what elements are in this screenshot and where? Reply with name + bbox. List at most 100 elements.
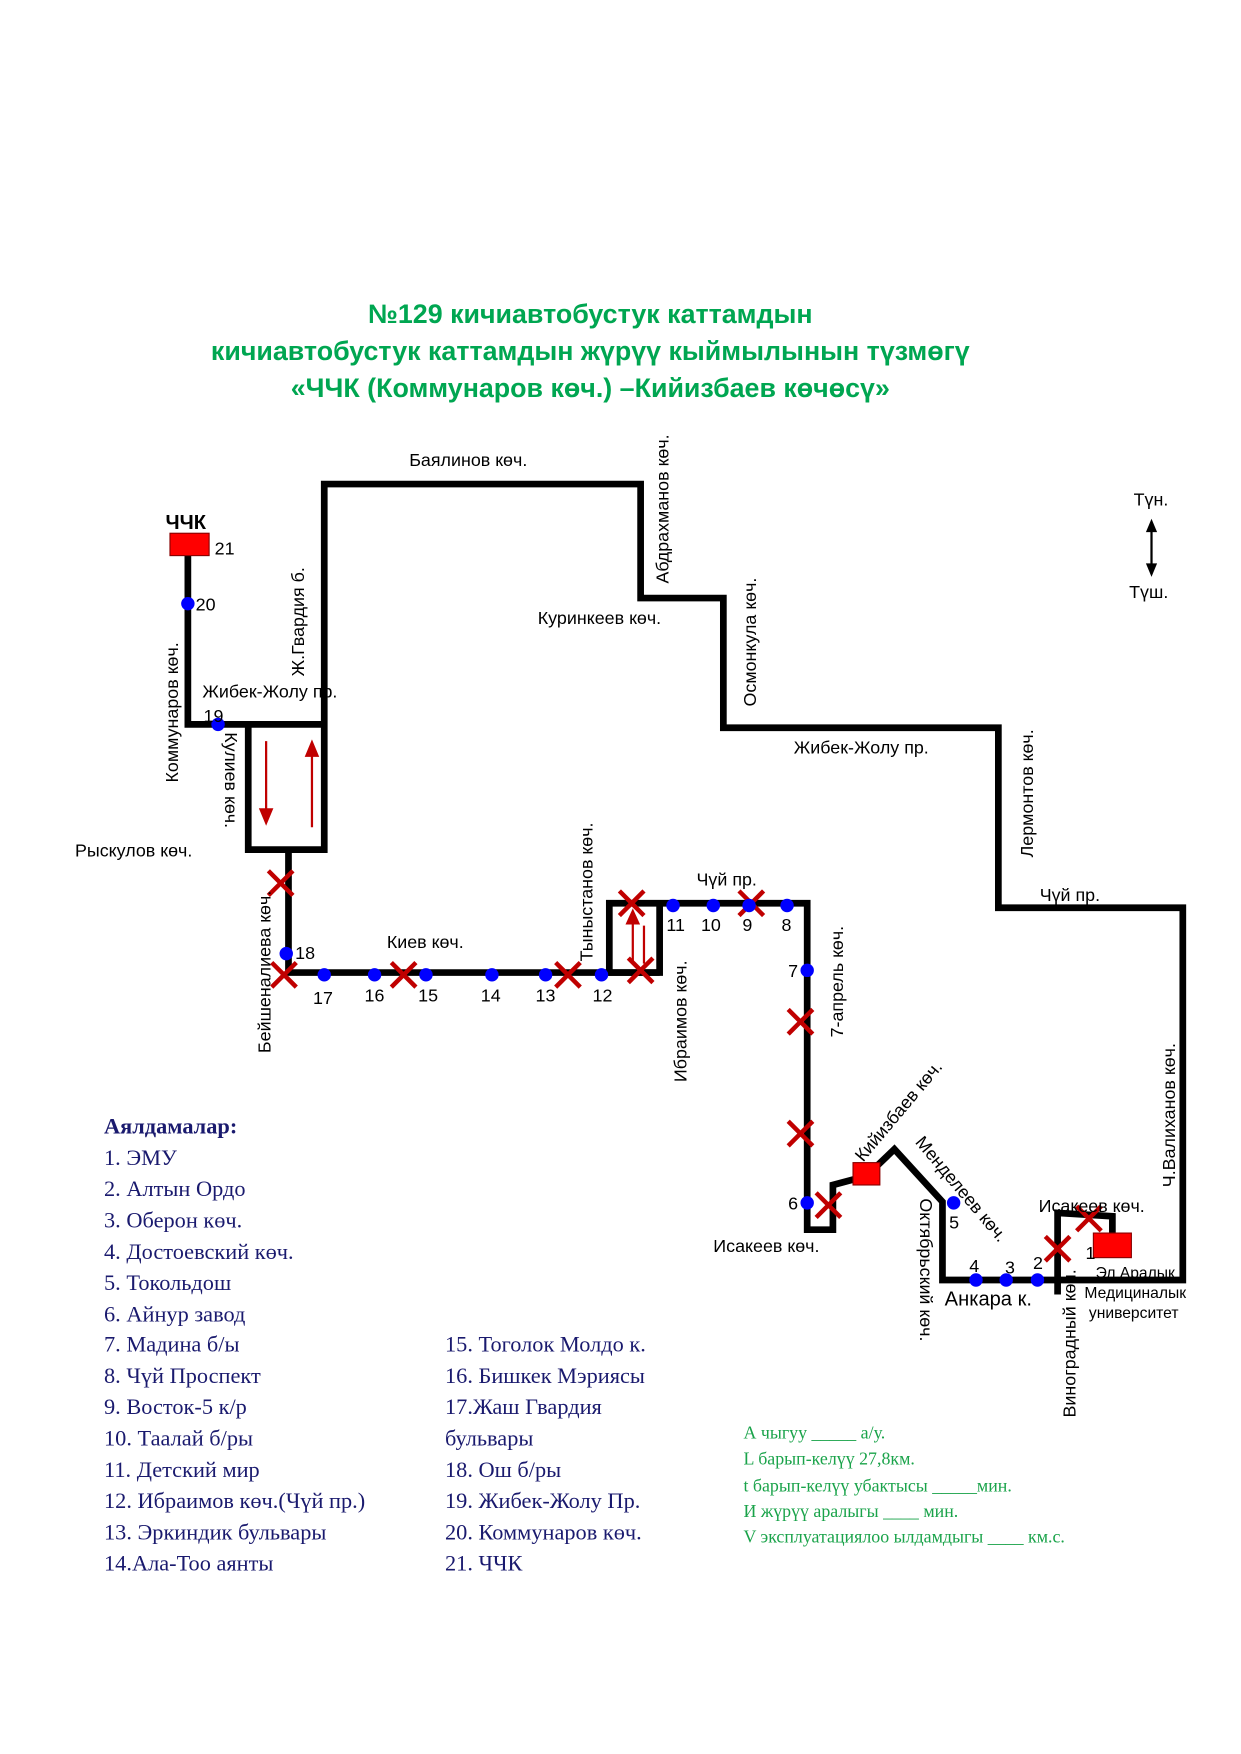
street-label: Осмонкула көч. [740, 578, 760, 707]
closed-x-icon [389, 960, 418, 989]
stop-20[interactable] [181, 596, 195, 611]
terminal-label: университет [1089, 1305, 1179, 1322]
legend-item: 18. Ош б/ры [445, 1457, 561, 1482]
closed-x-icon [1043, 1234, 1072, 1263]
legend-item: 17.Жаш Гвардия [445, 1394, 602, 1419]
stop-9[interactable] [742, 898, 756, 913]
street-label: Жибек-Жолу пр. [202, 682, 337, 702]
legend-item: 19. Жибек-Жолу Пр. [445, 1488, 640, 1513]
stop-numbers: 1 2 3 4 5 6 7 8 9 10 11 12 13 14 15 16 1… [196, 538, 1096, 1277]
street-label: Исакеев көч. [1039, 1196, 1145, 1216]
compass-south-label: Түш. [1129, 582, 1168, 602]
stop-number: 3 [1005, 1257, 1015, 1277]
stop-14[interactable] [485, 968, 499, 982]
param-line: t барып-келүү убактысы _____мин. [743, 1475, 1011, 1495]
stop-number: 1 [1086, 1243, 1096, 1263]
compass-north-label: Түн. [1134, 489, 1169, 509]
route-parameters: А чыгуу _____ а/у. L барып-келүү 27,8км.… [743, 1423, 1064, 1547]
closed-x-icon [270, 960, 298, 989]
param-line: А чыгуу _____ а/у. [743, 1423, 885, 1443]
legend-item: 10. Таалай б/ры [104, 1425, 253, 1450]
stop-17[interactable] [317, 968, 331, 982]
stop-4[interactable] [969, 1273, 983, 1287]
terminals [169, 532, 1132, 1259]
legend-item: 16. Бишкек Мэриясы [445, 1363, 645, 1388]
stop-13[interactable] [538, 968, 553, 982]
stop-6[interactable] [800, 1196, 814, 1210]
stop-10[interactable] [706, 898, 720, 913]
street-label: Ж.Гвардия б. [288, 567, 308, 676]
street-label: Виноградный көч. [1059, 1269, 1079, 1417]
legend-item: 9. Восток-5 к/р [104, 1394, 247, 1419]
bus-stops [181, 596, 1045, 1287]
stop-number: 17 [313, 988, 333, 1008]
legend-item: 5. Токольдош [104, 1270, 231, 1295]
street-label: Исакеев көч. [713, 1236, 819, 1256]
stop-number: 19 [204, 706, 224, 726]
stop-number: 9 [742, 915, 752, 935]
legend-item: 7. Мадина б/ы [104, 1332, 240, 1357]
stop-number: 7 [788, 961, 798, 981]
direction-arrows [258, 739, 646, 964]
street-label: Рыскулов көч. [75, 840, 192, 860]
legend-item: 14.Ала-Тоо аянты [104, 1551, 273, 1576]
terminal-kiyizbaev[interactable] [852, 1162, 881, 1186]
route-segment [285, 849, 660, 976]
stop-8[interactable] [780, 898, 794, 913]
closed-x-icon [786, 1007, 815, 1036]
legend-item: 3. Оберон көч. [104, 1207, 242, 1232]
street-label: Коммунаров көч. [162, 642, 182, 782]
closed-x-icon [617, 889, 646, 918]
param-line: V эксплуатациялоо ылдамдыгы ____ км.с. [743, 1527, 1064, 1547]
stop-3[interactable] [999, 1273, 1013, 1287]
legend-item: 4. Достоевский көч. [104, 1239, 294, 1264]
closed-x-icon [786, 1119, 815, 1148]
title-line-2: кичиавтобустук каттамдын жүрүү кыймылыны… [211, 336, 970, 366]
stop-number: 15 [418, 986, 438, 1006]
legend-item: 8. Чүй Проспект [104, 1363, 261, 1388]
street-labels: Баялинов көч. Абдрахманов көч. Куринкеев… [75, 434, 1186, 1417]
stop-11[interactable] [666, 898, 680, 913]
stop-number: 13 [536, 986, 556, 1006]
stop-16[interactable] [367, 968, 382, 982]
title-line-1: №129 кичиавтобустук каттамдын [368, 299, 813, 329]
title-line-3: «ЧЧК (Коммунаров көч.) –Кийизбаев көчөсү… [291, 373, 890, 403]
street-label: Октябрьский көч. [916, 1198, 936, 1341]
stop-2[interactable] [1030, 1273, 1045, 1287]
street-label: Киев көч. [387, 932, 464, 952]
compass: Түн. Түш. [1129, 489, 1168, 602]
stop-15[interactable] [419, 968, 433, 982]
legend-item: 12. Ибраимов көч.(Чүй пр.) [104, 1488, 365, 1513]
stop-number: 5 [949, 1213, 959, 1233]
param-line: И жүрүү аралыгы ____ мин. [743, 1501, 958, 1521]
terminal-label: ЧЧК [166, 512, 207, 534]
legend-item: 15. Тоголок Молдо к. [445, 1332, 646, 1357]
legend-item: 6. Айнур завод [104, 1301, 245, 1326]
closed-x-icon [814, 1191, 843, 1219]
stops-legend: Аялдамалар: 1. ЭМУ 2. Алтын Ордо 3. Обер… [104, 1114, 646, 1576]
terminal-label: Медициналык [1084, 1285, 1186, 1302]
legend-item: 11. Детский мир [104, 1457, 260, 1482]
terminal-label: Эл Аралык [1096, 1265, 1175, 1282]
stop-5[interactable] [946, 1196, 961, 1210]
route-segment [244, 480, 1187, 1284]
terminal-university[interactable] [1092, 1232, 1132, 1259]
street-label: Бейшеналиева көч. [255, 891, 275, 1053]
street-label: Анкара к. [945, 1289, 1032, 1311]
street-label: Жибек-Жолу пр. [794, 737, 929, 757]
stop-19[interactable] [211, 717, 225, 732]
stop-7[interactable] [800, 963, 814, 978]
terminal-chchk[interactable] [169, 532, 210, 557]
street-label: Баялинов көч. [409, 450, 527, 470]
legend-item: 13. Эркиндик бульвары [104, 1519, 326, 1544]
stop-12[interactable] [594, 968, 609, 982]
street-label: Кулиев көч. [221, 732, 241, 828]
stop-number: 12 [593, 986, 613, 1006]
stop-number: 14 [481, 986, 501, 1006]
stop-number: 20 [196, 594, 216, 614]
stop-number: 6 [788, 1194, 798, 1214]
legend-item: 2. Алтын Ордо [104, 1176, 246, 1201]
street-label: Чүй пр. [1040, 885, 1100, 905]
stop-18[interactable] [279, 946, 293, 961]
